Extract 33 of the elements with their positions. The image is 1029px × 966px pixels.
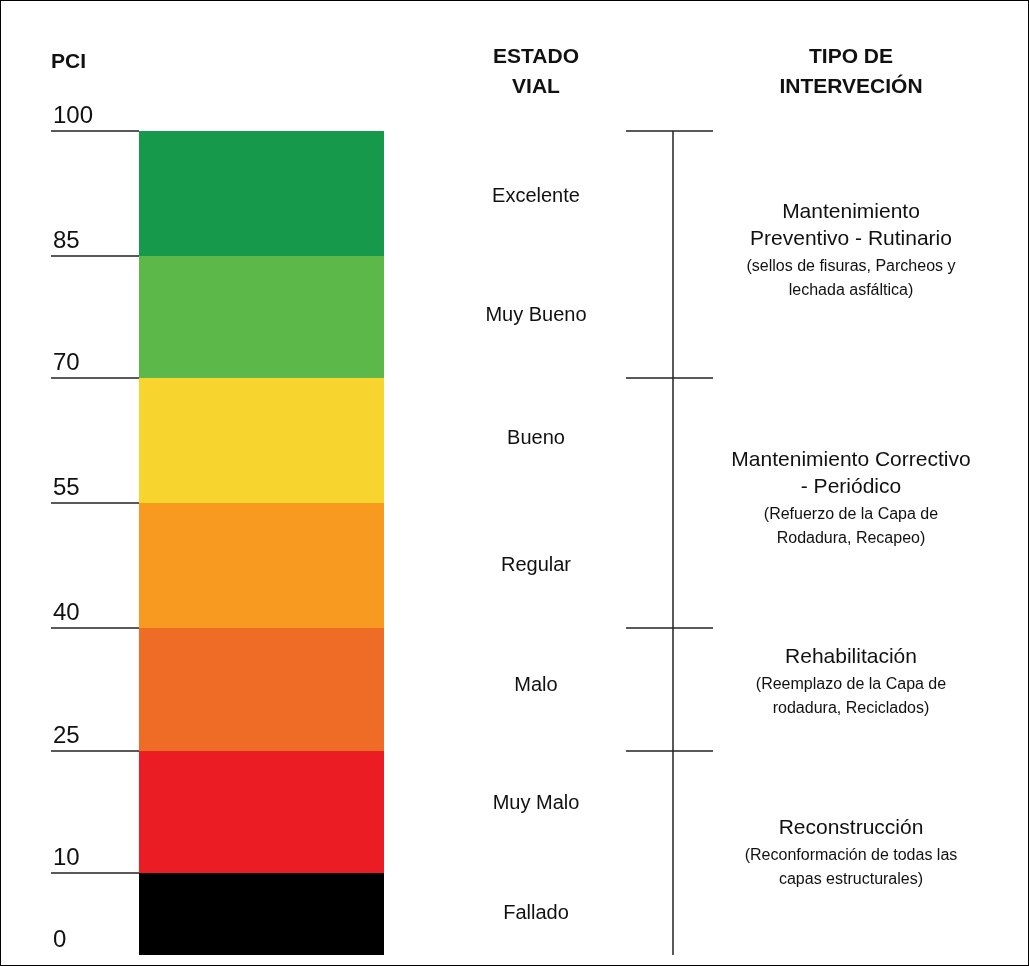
scale-value: 10 (53, 843, 80, 871)
condition-label: Bueno (506, 426, 566, 449)
condition-label: Excelente (491, 184, 581, 207)
condition-label: Muy Malo (491, 791, 581, 814)
condition-label: Regular (499, 553, 572, 576)
scale-value: 100 (53, 101, 94, 129)
intervention-title: Reconstrucción (777, 814, 925, 840)
scale-value: 55 (53, 473, 80, 501)
color-band (139, 131, 384, 256)
column-heading: PCI (51, 48, 87, 74)
scale-value: 85 (53, 226, 80, 254)
column-heading: ESTADO VIAL (492, 43, 580, 99)
intervention-title: Mantenimiento Correctivo - Periódico (731, 446, 971, 499)
color-band (139, 503, 384, 628)
intervention-note: (Refuerzo de la Capa de Rodadura, Recapeo) (762, 504, 940, 548)
intervention-title: Mantenimiento Preventivo - Rutinario (749, 198, 953, 251)
scale-value: 40 (53, 598, 80, 626)
condition-label: Malo (513, 673, 559, 696)
intervention-title: Rehabilitación (784, 643, 918, 669)
condition-label: Muy Bueno (484, 303, 588, 326)
column-heading: TIPO DE INTERVECIÓN (778, 43, 924, 99)
scale-value: 25 (53, 721, 80, 749)
scale-value: 0 (53, 925, 67, 953)
color-band (139, 378, 384, 503)
scale-value: 70 (53, 348, 80, 376)
intervention-note: (sellos de fisuras, Parcheos y lechada asfáltica) (745, 256, 957, 300)
intervention-note: (Reemplazo de la Capa de rodadura, Reciclados) (754, 674, 948, 718)
color-band (139, 873, 384, 955)
color-band (139, 256, 384, 378)
color-band (139, 628, 384, 751)
intervention-note: (Reconformación de todas las capas estructurales) (743, 845, 959, 889)
color-band (139, 751, 384, 873)
condition-label: Fallado (502, 901, 570, 924)
